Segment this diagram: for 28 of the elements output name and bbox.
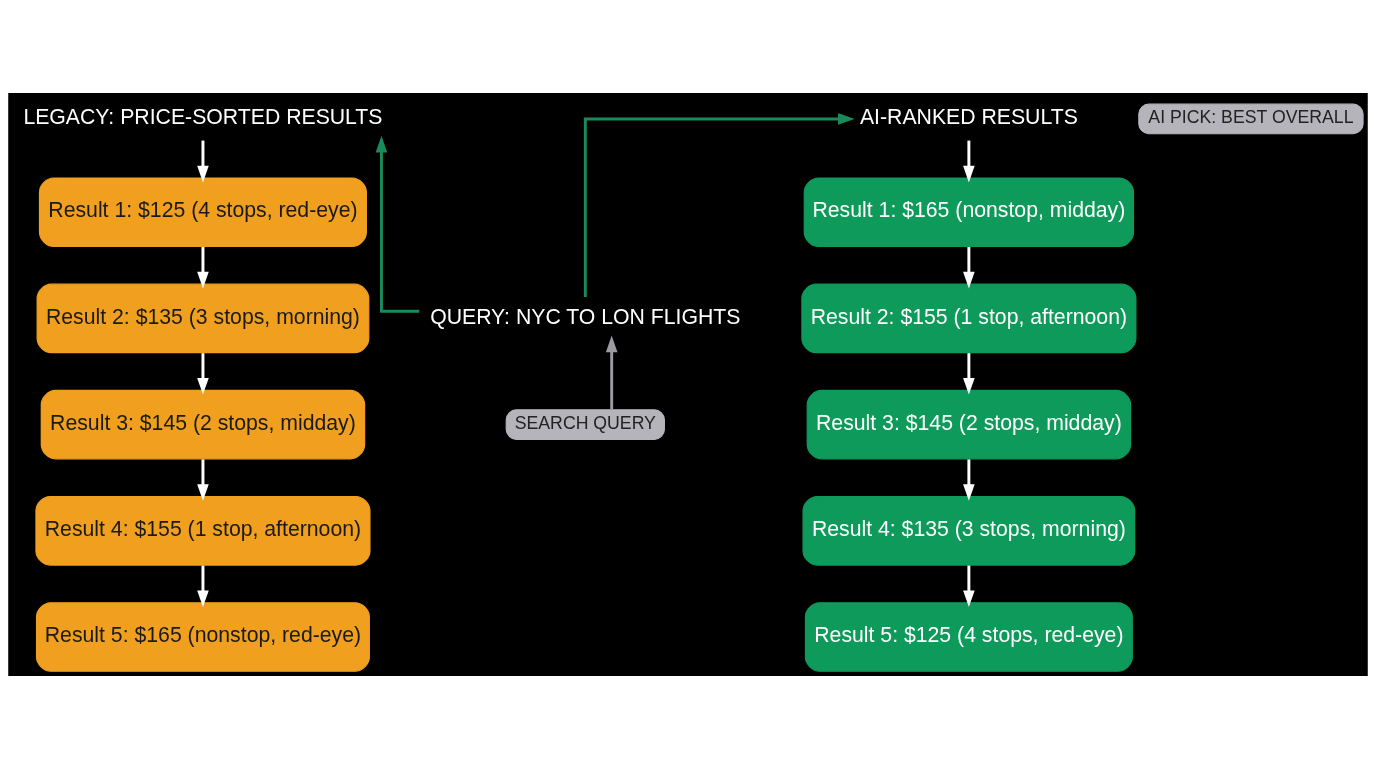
arrow xyxy=(583,112,855,297)
arrow xyxy=(963,565,975,607)
node-box: Result 3: $145 (2 stops, midday) xyxy=(806,389,1132,459)
arrow xyxy=(963,352,975,395)
arrow xyxy=(963,140,975,182)
node-box: SEARCH QUERY xyxy=(505,408,665,440)
arrow xyxy=(963,246,975,288)
node-box: Result 2: $155 (1 stop, afternoon) xyxy=(801,283,1137,353)
node-box: Result 4: $155 (1 stop, afternoon) xyxy=(35,495,371,566)
arrow xyxy=(605,335,618,410)
arrow xyxy=(963,458,975,501)
arrow xyxy=(197,458,209,501)
node-box: Result 3: $145 (2 stops, midday) xyxy=(40,389,366,459)
node-text: QUERY: NYC TO LON FLIGHTS xyxy=(430,304,741,329)
arrow xyxy=(197,352,209,395)
arrow xyxy=(197,246,209,288)
node-box: Result 1: $165 (nonstop, midday) xyxy=(803,176,1135,247)
node-box: Result 5: $125 (4 stops, red-eye) xyxy=(804,601,1133,672)
node-box: Result 4: $135 (3 stops, morning) xyxy=(802,495,1136,566)
node-box: Result 1: $125 (4 stops, red-eye) xyxy=(38,176,367,247)
arrow xyxy=(197,565,209,607)
node-text: AI-RANKED RESULTS xyxy=(859,104,1078,129)
node-box: Result 5: $165 (nonstop, red-eye) xyxy=(35,601,370,672)
node-box: AI PICK: BEST OVERALL xyxy=(1138,103,1364,134)
arrow xyxy=(375,135,420,313)
node-text: LEGACY: PRICE-SORTED RESULTS xyxy=(23,104,383,129)
arrow xyxy=(197,140,209,182)
node-box: Result 2: $135 (3 stops, morning) xyxy=(36,283,370,353)
